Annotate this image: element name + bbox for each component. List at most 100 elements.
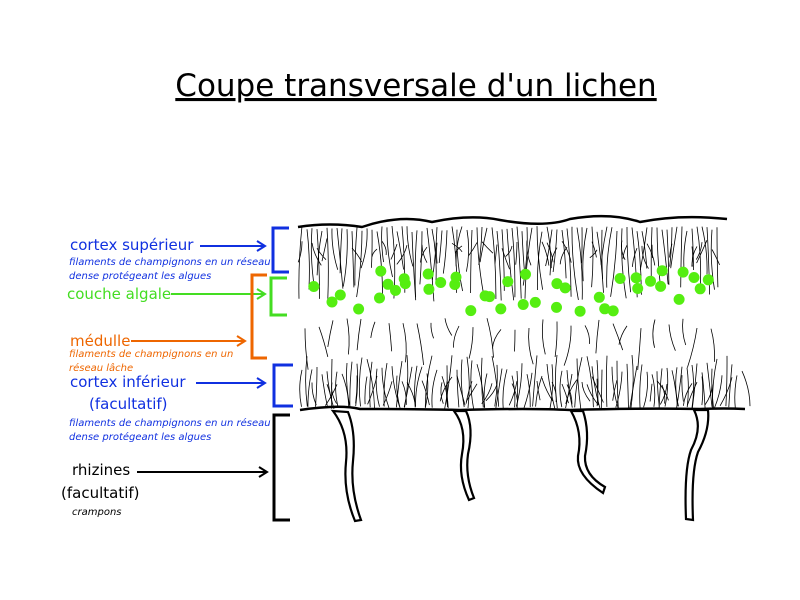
hypha bbox=[536, 231, 543, 291]
hypha bbox=[327, 320, 334, 347]
hypha bbox=[545, 229, 553, 267]
bracket-rhizines bbox=[272, 413, 290, 522]
hypha bbox=[466, 229, 470, 272]
algae-cells bbox=[308, 265, 714, 317]
hypha bbox=[576, 227, 583, 300]
lichen-thallus bbox=[297, 214, 751, 523]
hypha bbox=[381, 367, 390, 409]
hypha bbox=[369, 361, 373, 408]
hypha bbox=[452, 325, 460, 348]
hypha bbox=[661, 229, 669, 285]
hypha bbox=[439, 376, 453, 402]
hypha bbox=[466, 356, 470, 409]
hypha bbox=[376, 231, 383, 298]
hypha bbox=[421, 244, 428, 263]
hypha bbox=[532, 355, 538, 407]
hypha bbox=[554, 321, 558, 358]
algae-cell bbox=[353, 303, 365, 315]
hypha bbox=[485, 384, 498, 402]
hypha bbox=[546, 363, 556, 409]
hypha bbox=[664, 367, 669, 407]
hypha bbox=[316, 230, 323, 276]
bracket-medulle bbox=[250, 273, 267, 360]
hypha bbox=[371, 248, 378, 257]
algae-cell bbox=[435, 277, 447, 288]
hypha bbox=[630, 355, 634, 408]
algae-cell bbox=[574, 305, 586, 317]
hypha bbox=[695, 242, 703, 260]
algae-cell bbox=[495, 303, 507, 315]
hypha bbox=[451, 242, 463, 253]
hypha bbox=[615, 371, 623, 408]
hypha bbox=[656, 371, 660, 407]
algae-cell bbox=[551, 301, 562, 313]
upper-surface-line bbox=[297, 214, 728, 229]
algae-cell bbox=[593, 291, 605, 303]
algae-cell bbox=[502, 276, 514, 288]
hypha bbox=[725, 355, 728, 407]
hypha bbox=[554, 354, 558, 409]
hypha bbox=[501, 248, 510, 270]
hypha bbox=[316, 248, 327, 260]
hypha bbox=[711, 249, 720, 266]
hypha bbox=[639, 364, 643, 409]
hypha bbox=[563, 325, 572, 366]
algae-cell bbox=[334, 289, 346, 301]
hypha bbox=[701, 226, 708, 275]
hypha bbox=[390, 243, 398, 260]
algae-cell bbox=[422, 268, 434, 280]
hypha bbox=[494, 244, 498, 264]
hypha bbox=[591, 241, 597, 258]
hypha bbox=[612, 379, 618, 401]
hypha bbox=[508, 380, 518, 406]
bracket-cortex-inferieur bbox=[272, 363, 293, 408]
hypha bbox=[396, 375, 401, 409]
rhizines-group bbox=[330, 408, 710, 523]
label-couche-algale: couche algale bbox=[67, 285, 171, 303]
hypha bbox=[566, 384, 573, 405]
hypha bbox=[622, 245, 628, 259]
hypha bbox=[649, 383, 653, 402]
algae-cell bbox=[374, 292, 385, 304]
hypha bbox=[541, 377, 554, 402]
hypha bbox=[470, 360, 474, 409]
hypha bbox=[403, 366, 413, 408]
hypha bbox=[336, 228, 344, 289]
hypha bbox=[683, 383, 693, 406]
hypha bbox=[486, 318, 494, 358]
algae-cell bbox=[655, 280, 667, 292]
hypha bbox=[652, 319, 656, 348]
desc-medulle-1: filaments de champignons en un bbox=[69, 349, 233, 360]
hypha bbox=[414, 230, 418, 298]
hypha bbox=[424, 355, 433, 408]
hypha bbox=[605, 355, 608, 407]
hypha bbox=[620, 240, 626, 260]
hypha bbox=[406, 226, 414, 267]
hypha bbox=[346, 318, 350, 355]
algae-cell bbox=[484, 291, 496, 303]
hypha bbox=[676, 366, 683, 409]
hypha bbox=[691, 228, 694, 271]
hypha bbox=[298, 225, 303, 299]
hypha bbox=[618, 325, 628, 345]
hypha bbox=[712, 358, 718, 409]
hypha bbox=[381, 226, 384, 263]
hypha bbox=[596, 378, 599, 405]
hypha bbox=[561, 383, 569, 404]
hypha bbox=[382, 381, 393, 406]
hypha bbox=[396, 361, 403, 408]
algae-cell bbox=[390, 284, 401, 296]
hypha bbox=[586, 356, 594, 408]
hypha bbox=[710, 229, 715, 290]
upper-cortex-hyphae bbox=[297, 225, 720, 302]
hypha bbox=[414, 365, 418, 408]
hypha bbox=[367, 375, 378, 405]
hypha bbox=[375, 368, 380, 407]
hypha bbox=[528, 327, 534, 365]
hypha bbox=[741, 370, 751, 407]
algae-cell bbox=[465, 305, 477, 317]
hypha bbox=[595, 319, 600, 354]
hypha bbox=[331, 382, 337, 404]
hypha bbox=[305, 356, 308, 407]
hypha bbox=[431, 369, 438, 408]
